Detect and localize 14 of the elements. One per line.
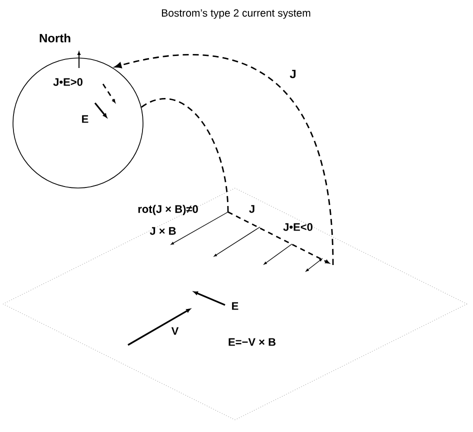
edge-label: J <box>288 68 298 80</box>
formula-label: E=−V × B <box>228 338 276 346</box>
direction-label: North <box>40 34 70 42</box>
title: Bostrom’s type 2 current system <box>162 9 310 19</box>
vector-label: E <box>82 115 88 123</box>
vector-label: V <box>171 327 179 335</box>
inequality-label: J•E>0 <box>53 78 82 86</box>
current-line <box>141 98 229 212</box>
current-line <box>114 54 334 266</box>
formula-label: rot(J × B)≠0 <box>138 204 198 216</box>
vector-label: J × B <box>150 227 176 235</box>
inequality-label: J•E<0 <box>283 223 312 231</box>
vector-label: J <box>249 205 254 213</box>
vector-label: E <box>232 302 238 310</box>
